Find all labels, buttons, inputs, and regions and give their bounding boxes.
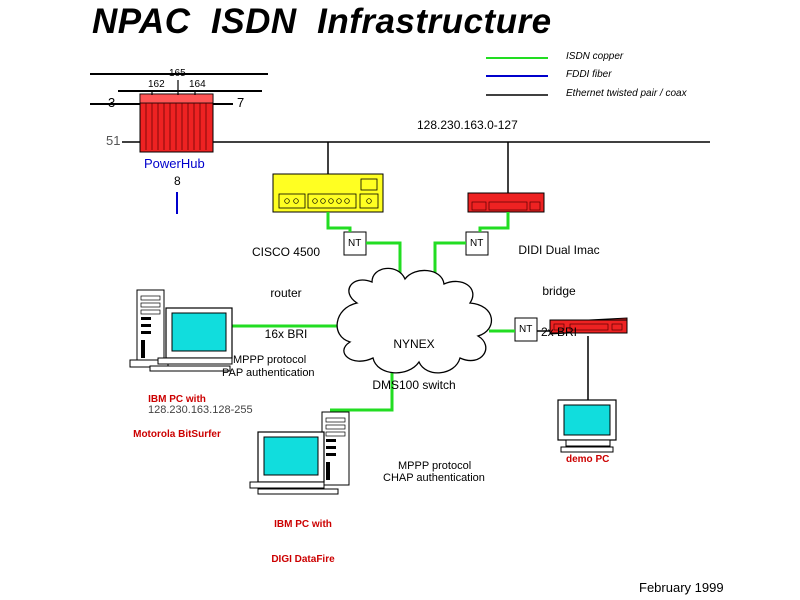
cisco-router-device (272, 173, 384, 213)
nynex-cloud-icon (336, 267, 493, 374)
left-tower-pc-icon (129, 289, 233, 372)
cloud-label-group: NYNEX DMS100 switch (358, 310, 470, 420)
powerhub-device (139, 80, 214, 153)
bottom-pc-name-group: IBM PC with DIGI DataFire (258, 496, 348, 588)
isdn-didi-nt (478, 212, 510, 232)
port-51-label: 51 (106, 133, 121, 148)
port-165-label: 165 (169, 68, 186, 79)
demo-bridge-device (549, 317, 628, 335)
diagram-title: NPAC ISDN Infrastructure (92, 2, 552, 41)
cisco-type: router (270, 285, 302, 300)
didi-label-group: DIDI Dual Imac bridge 2x BRI (507, 216, 611, 368)
didi-type: bridge (542, 283, 576, 298)
demo-pc-label: demo PC (566, 454, 610, 465)
didi-name: DIDI Dual Imac (518, 242, 600, 257)
legend-fddi-label: FDDI fiber (566, 69, 612, 80)
left-pc-name-1: IBM PC with (148, 394, 206, 405)
nt-label-didi: NT (470, 238, 484, 249)
isdn-nt-cloud-right (433, 241, 466, 285)
bottom-pc-name-2: DIGI DataFire (271, 553, 335, 565)
ethernet-segment-label: 128.230.163.0-127 (417, 118, 518, 132)
port-164-label: 164 (189, 79, 206, 90)
port-3-label: 3 (108, 95, 116, 110)
cloud-type: DMS100 switch (372, 377, 456, 392)
didi-bridge-device (467, 192, 545, 213)
left-pc-protocol: MPPP protocol (233, 354, 307, 366)
left-pc-ip-range: 128.230.163.128-255 (148, 404, 253, 416)
bottom-pc-auth: CHAP authentication (383, 472, 485, 484)
cisco-label-group: CISCO 4500 router 16x BRI (243, 218, 329, 370)
nt-label-cisco: NT (348, 238, 362, 249)
date-label: February 1999 (639, 580, 724, 595)
cisco-capacity: 16x BRI (264, 327, 308, 342)
isdn-cloud-bottom-pc (330, 360, 394, 412)
left-pc-name-group: IBM PC with Motorola BitSurfer (122, 371, 232, 463)
bottom-tower-pc-icon (249, 411, 350, 495)
didi-capacity: 2x BRI (540, 325, 577, 340)
bottom-pc-name-1: IBM PC with (274, 519, 332, 530)
legend-isdn-label: ISDN copper (566, 51, 624, 62)
cloud-name: NYNEX (393, 336, 435, 351)
port-8-label: 8 (174, 174, 181, 188)
isdn-nt-cloud-left (366, 241, 402, 285)
legend-ethernet-label: Ethernet twisted pair / coax (566, 88, 687, 99)
cisco-name: CISCO 4500 (251, 244, 321, 259)
demo-pc-icon (557, 399, 617, 453)
left-pc-auth: PAP authentication (222, 367, 315, 379)
port-162-label: 162 (148, 79, 165, 90)
powerhub-label: PowerHub (144, 156, 205, 171)
nt-label-demo: NT (519, 324, 533, 335)
left-pc-name-2: Motorola BitSurfer (133, 428, 221, 440)
port-7-label: 7 (237, 95, 245, 110)
bottom-pc-protocol: MPPP protocol (398, 460, 472, 472)
isdn-cisco-nt (326, 212, 352, 232)
